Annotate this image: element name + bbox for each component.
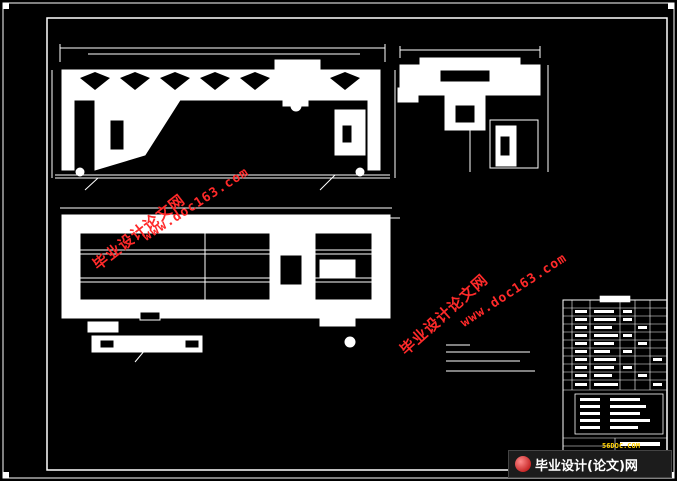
footer-logo[interactable]: 毕业设计(论文)网 [508, 450, 672, 478]
site-tag: 56DOC.COM [602, 442, 640, 450]
front-elevation-view [51, 44, 396, 191]
side-elevation-view [397, 46, 549, 172]
footer-logo-text: 毕业设计(论文)网 [535, 458, 638, 474]
inner-frame [46, 17, 668, 471]
globe-icon [515, 456, 531, 472]
technical-notes [446, 344, 535, 372]
title-block [562, 295, 668, 471]
plan-view [60, 207, 400, 363]
